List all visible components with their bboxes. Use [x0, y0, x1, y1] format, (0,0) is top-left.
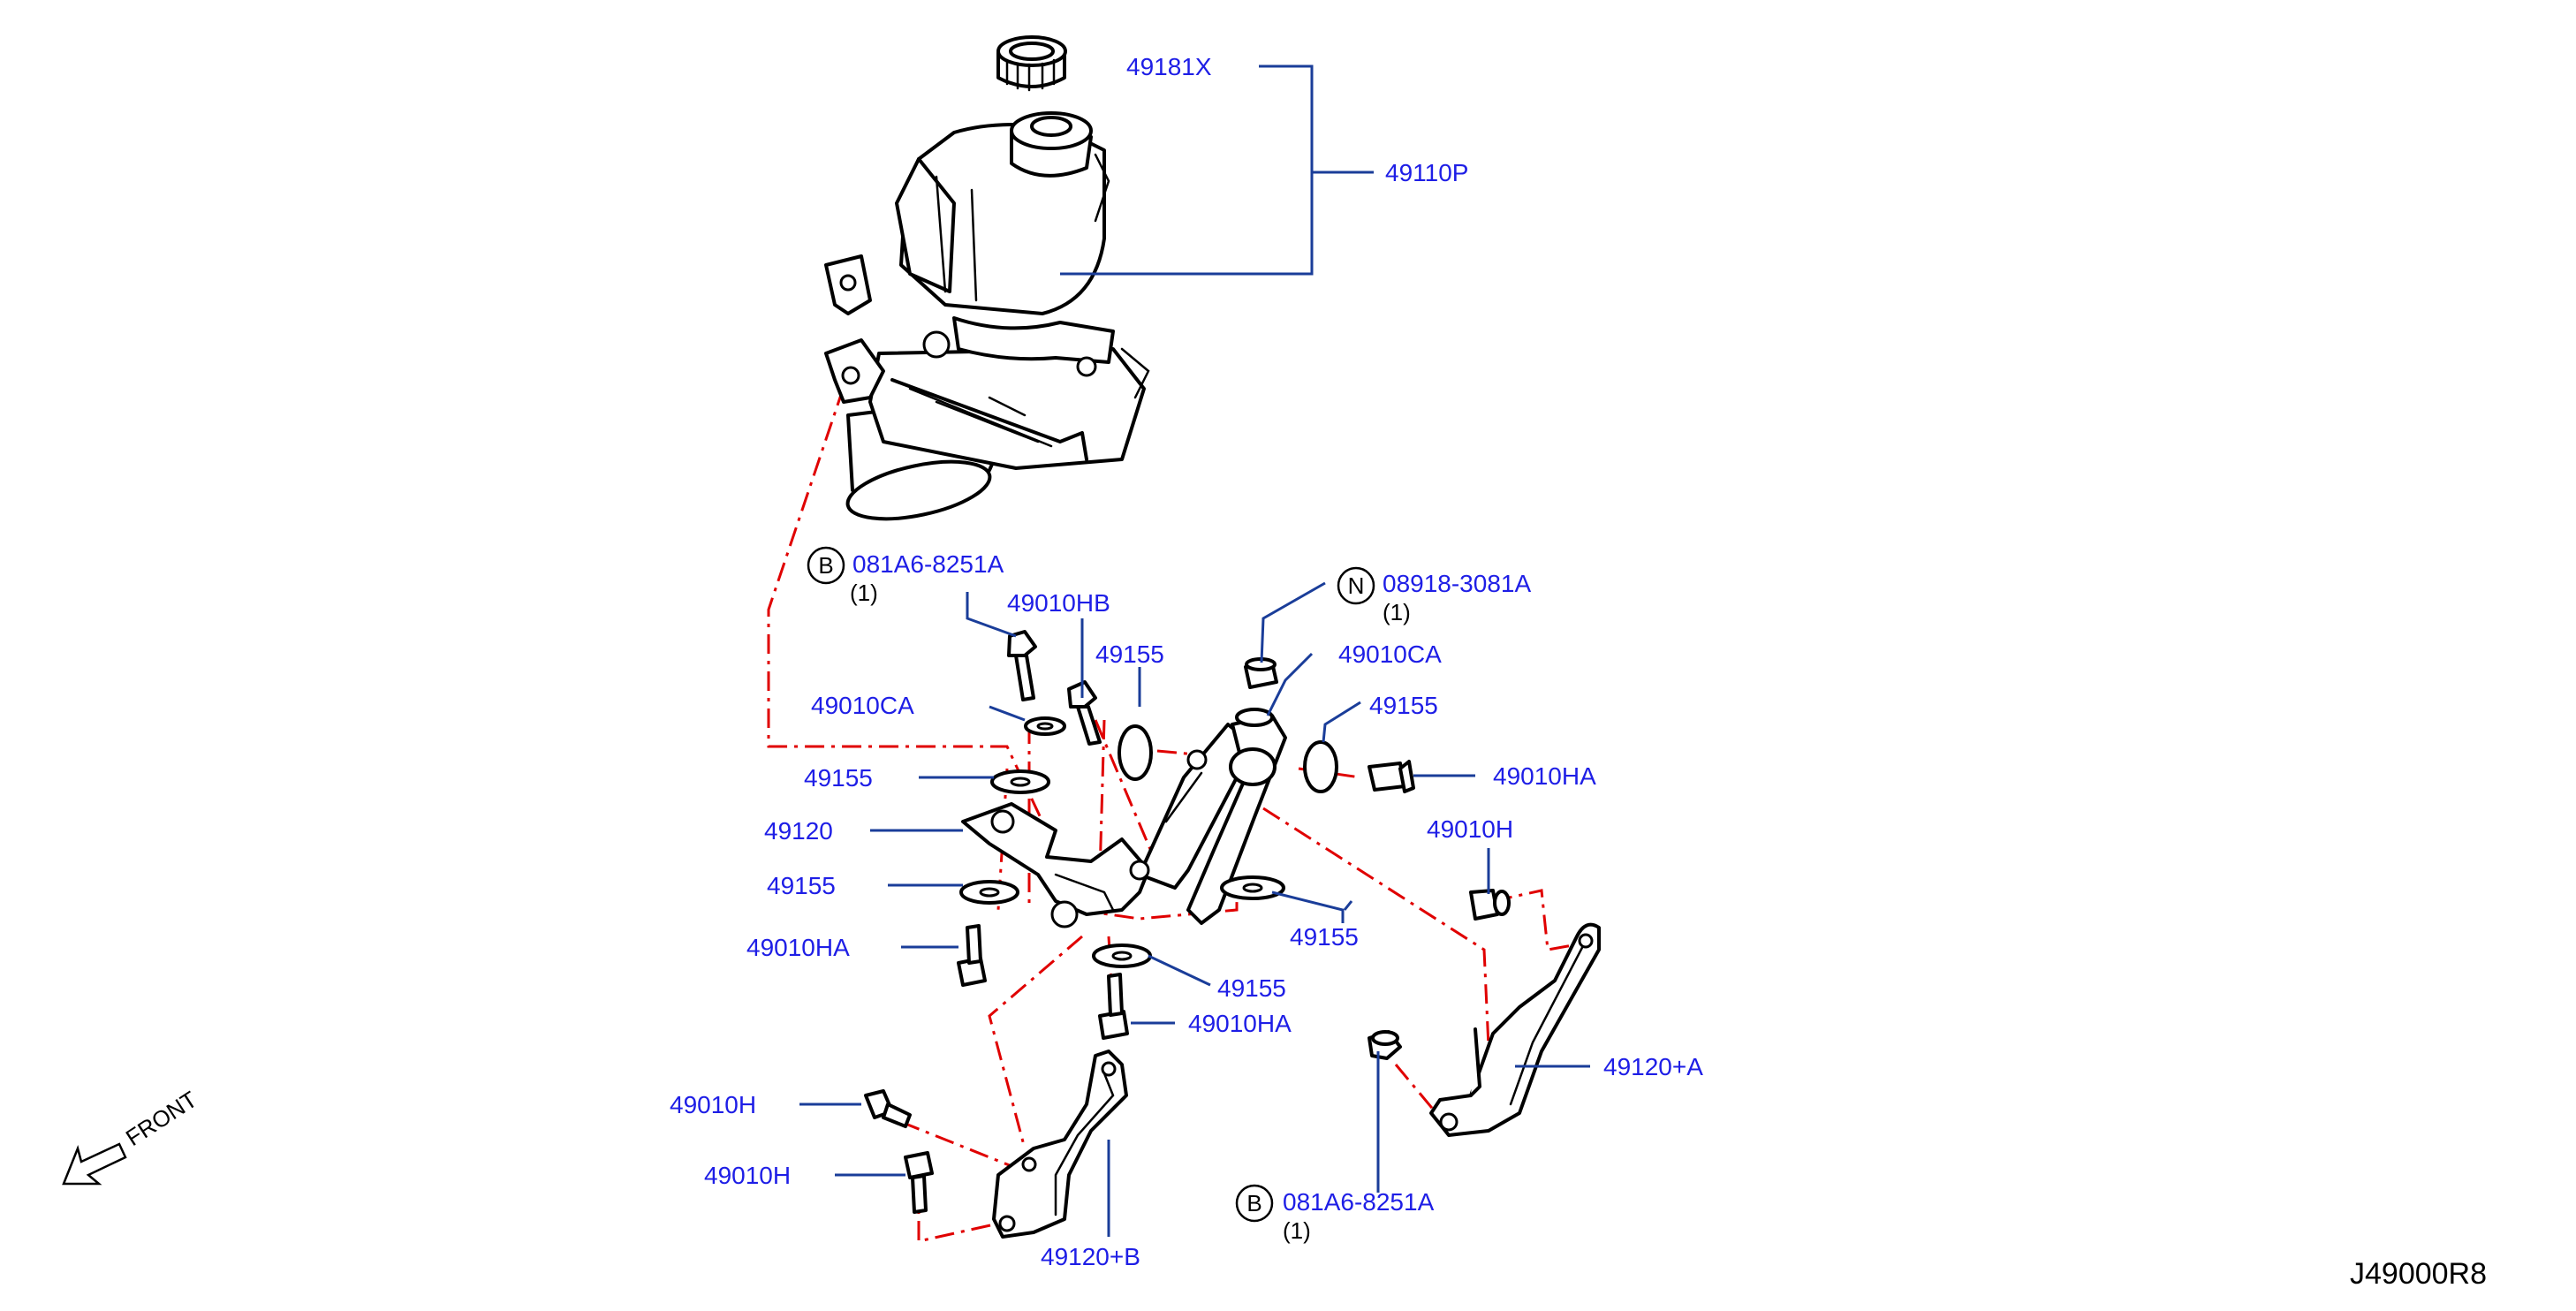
- bracket-a: [1429, 922, 1601, 1137]
- bolt-ha-right-part: [1368, 760, 1415, 793]
- label-washer-ca-right: 49010CA: [1338, 640, 1442, 668]
- label-bolt-hb: 49010HB: [1007, 589, 1110, 617]
- label-washer-ca-left: 49010CA: [811, 692, 914, 719]
- label-bolt-ha-mid: 49010HA: [1188, 1010, 1292, 1037]
- label-bolt-h-upper-left: 49010H: [670, 1091, 756, 1118]
- label-pump-assembly: 49110P: [1385, 159, 1468, 186]
- front-arrow-icon: [62, 1142, 127, 1186]
- bolt-ha-mid-part: [1098, 973, 1129, 1040]
- front-label: FRONT: [121, 1086, 202, 1151]
- label-ins-155-right: 49155: [1369, 692, 1438, 719]
- front-indicator: FRONT: [62, 1086, 202, 1186]
- label-ins-155-left-b: 49155: [767, 872, 836, 899]
- part-labels: 49181X 49110P 081A6-8251A (1) 08918-3081…: [670, 53, 1703, 1270]
- label-ins-155-left-a: 49155: [804, 764, 873, 792]
- bracket-b: [992, 1050, 1128, 1239]
- svg-text:N: N: [1348, 572, 1365, 599]
- label-bolt-ha-right: 49010HA: [1493, 762, 1596, 790]
- bolt-h-lower-left-part: [904, 1151, 934, 1214]
- bolt-h-upper-left-part: [864, 1089, 912, 1128]
- bolt-hb: [1007, 630, 1037, 701]
- bolt-b-bottom-part: [1368, 1030, 1402, 1060]
- svg-text:B: B: [1246, 1190, 1261, 1216]
- label-nut-n: 08918-3081A: [1383, 570, 1531, 597]
- label-bracket-main: 49120: [764, 817, 833, 845]
- label-bolt-h-lower-left: 49010H: [704, 1162, 791, 1189]
- power-steering-pump-assembly: [824, 111, 1150, 521]
- label-bolt-b-bottom: 081A6-8251A: [1283, 1188, 1435, 1216]
- bolt-hb-2: [1067, 680, 1102, 746]
- label-cap: 49181X: [1126, 53, 1212, 80]
- label-bolt-h-right: 49010H: [1427, 815, 1513, 843]
- main-bracket: [961, 714, 1287, 928]
- symbol-b-bottom: B: [1235, 1184, 1274, 1223]
- reservoir-cap: [996, 35, 1067, 92]
- leader-lines: [799, 64, 1590, 1237]
- label-ins-155-lower-mid: 49155: [1217, 974, 1286, 1002]
- symbol-b-top: B: [807, 546, 845, 585]
- label-bolt-b-top: 081A6-8251A: [852, 550, 1004, 578]
- label-bolt-b-top-qty: (1): [850, 580, 878, 606]
- label-ins-155-top-mid: 49155: [1095, 640, 1164, 668]
- svg-text:B: B: [818, 552, 833, 579]
- washers-and-insulators: [959, 708, 1338, 968]
- label-bolt-b-bottom-qty: (1): [1283, 1217, 1311, 1244]
- label-ins-155-lower-right: 49155: [1290, 923, 1359, 951]
- symbol-n: N: [1337, 566, 1375, 605]
- label-bracket-a: 49120+A: [1603, 1053, 1703, 1080]
- label-bolt-ha-left: 49010HA: [746, 934, 850, 961]
- label-bracket-b: 49120+B: [1041, 1243, 1140, 1270]
- bolt-ha-left-part: [957, 924, 987, 987]
- nut-n-part: [1244, 657, 1278, 689]
- diagram-code: J49000R8: [2350, 1257, 2487, 1291]
- bolt-h-right-part: [1469, 889, 1511, 921]
- label-nut-n-qty: (1): [1383, 599, 1411, 625]
